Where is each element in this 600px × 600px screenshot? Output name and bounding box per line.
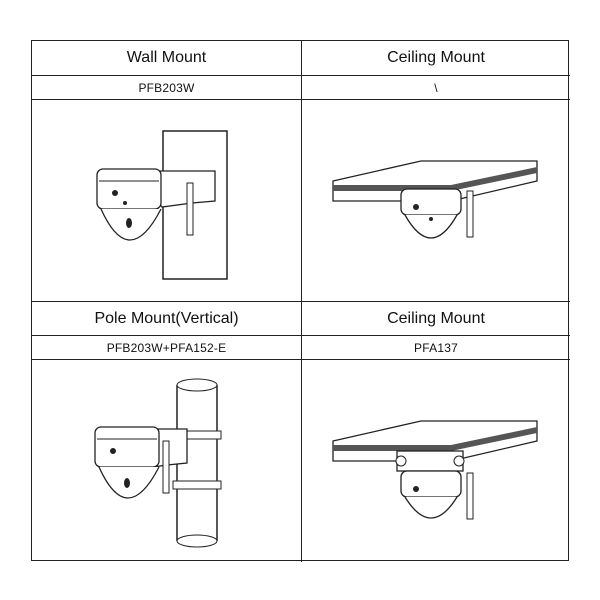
wall-mount-illustration xyxy=(32,100,302,302)
pole-mount-camera-icon xyxy=(93,378,221,548)
model-pole-mount: PFB203W+PFA152-E xyxy=(32,336,302,360)
ceiling-mount-junction-illustration xyxy=(302,360,570,562)
title-pole-mount: Pole Mount(Vertical) xyxy=(32,302,302,336)
model-wall-mount: PFB203W xyxy=(32,76,302,100)
mount-options-table: Wall Mount Ceiling Mount PFB203W \ xyxy=(31,40,570,562)
pole-mount-illustration xyxy=(32,360,302,562)
ceiling-mount-camera-icon xyxy=(332,159,538,239)
ceiling-mount-illustration xyxy=(302,100,570,302)
title-ceiling-mount: Ceiling Mount xyxy=(302,41,570,76)
model-ceiling-mount-2: PFA137 xyxy=(302,336,570,360)
title-ceiling-mount-2: Ceiling Mount xyxy=(302,302,570,336)
title-wall-mount: Wall Mount xyxy=(32,41,302,76)
wall-mount-camera-icon xyxy=(95,129,228,280)
model-ceiling-mount: \ xyxy=(302,76,570,100)
ceiling-mount-junction-box-camera-icon xyxy=(332,420,538,520)
